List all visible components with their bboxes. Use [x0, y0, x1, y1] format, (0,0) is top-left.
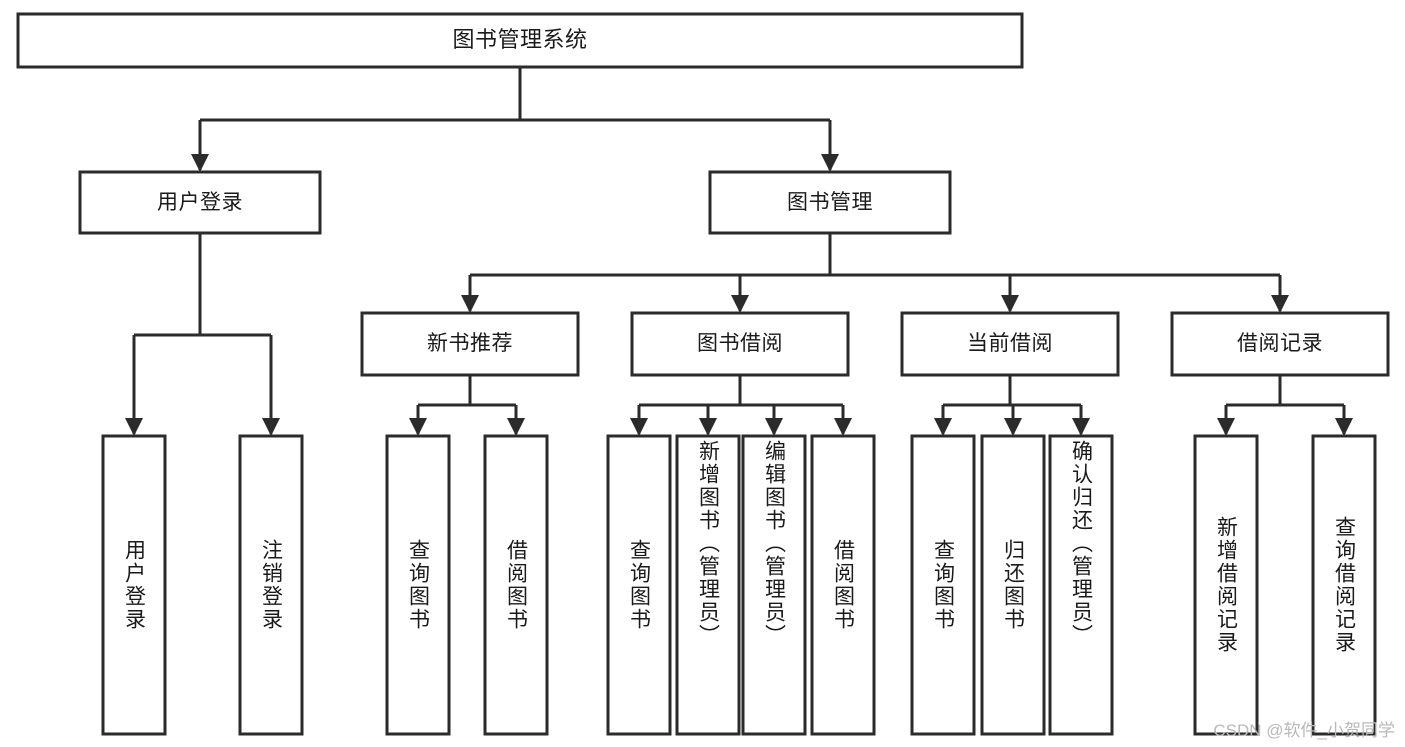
arrow-book-borrow-to-leaf-edit-book	[765, 418, 783, 436]
node-box-leaf-return-book[interactable]	[980, 434, 1046, 736]
node-box-current-borrow[interactable]	[900, 311, 1120, 377]
node-box-book-manage[interactable]	[708, 170, 952, 235]
node-box-leaf-query-record[interactable]	[1311, 434, 1377, 736]
arrow-book-manage-to-current-borrow	[1001, 295, 1019, 313]
arrow-borrow-record-to-leaf-add-record	[1217, 418, 1235, 436]
node-box-leaf-confirm-return[interactable]	[1048, 434, 1114, 736]
node-box-group	[16, 12, 1390, 736]
node-box-leaf-user-logout[interactable]	[238, 434, 304, 736]
connector-group	[125, 67, 1353, 436]
node-box-book-borrow[interactable]	[630, 311, 850, 377]
node-box-leaf-query-book-3[interactable]	[910, 434, 976, 736]
arrow-borrow-record-to-leaf-query-record	[1335, 418, 1353, 436]
node-box-user-login[interactable]	[78, 170, 322, 235]
node-box-root[interactable]	[16, 12, 1024, 69]
node-box-leaf-borrow-book-2[interactable]	[810, 434, 876, 736]
arrow-book-borrow-to-leaf-borrow-book-2	[834, 418, 852, 436]
arrow-new-book-recommend-to-leaf-query-book-1	[409, 418, 427, 436]
node-box-leaf-add-record[interactable]	[1193, 434, 1259, 736]
arrow-book-manage-to-new-book-recommend	[461, 295, 479, 313]
arrow-current-borrow-to-leaf-return-book	[1004, 418, 1022, 436]
arrow-book-borrow-to-leaf-query-book-2	[630, 418, 648, 436]
node-box-leaf-query-book-1[interactable]	[385, 434, 451, 736]
arrow-user-login-to-leaf-user-login	[125, 418, 143, 436]
arrow-book-borrow-to-leaf-add-book	[699, 418, 717, 436]
node-box-leaf-query-book-2[interactable]	[606, 434, 672, 736]
node-box-borrow-record[interactable]	[1170, 311, 1390, 377]
node-box-leaf-user-login[interactable]	[101, 434, 167, 736]
node-box-leaf-borrow-book-1[interactable]	[483, 434, 549, 736]
arrow-book-manage-to-borrow-record	[1271, 295, 1289, 313]
arrow-current-borrow-to-leaf-query-book-3	[934, 418, 952, 436]
arrow-user-login-to-leaf-user-logout	[262, 418, 280, 436]
arrow-new-book-recommend-to-leaf-borrow-book-1	[507, 418, 525, 436]
node-box-leaf-add-book[interactable]	[675, 434, 741, 736]
watermark: CSDN @软件_小贺同学	[1213, 721, 1395, 740]
node-box-new-book-recommend[interactable]	[360, 311, 580, 377]
node-box-leaf-edit-book[interactable]	[741, 434, 807, 736]
arrow-book-manage-to-book-borrow	[731, 295, 749, 313]
arrow-root-to-book-manage	[821, 154, 839, 172]
arrow-current-borrow-to-leaf-confirm-return	[1072, 418, 1090, 436]
arrow-root-to-user-login	[191, 154, 209, 172]
